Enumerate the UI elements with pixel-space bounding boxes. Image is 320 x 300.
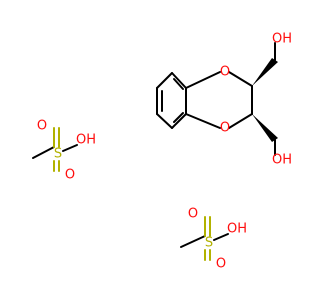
mesylate-1-hydroxyl-label: OH xyxy=(76,133,96,148)
ring-bond-bottom-oxygen-to-carbon xyxy=(228,113,253,129)
chemical-structure-canvas: O O OH OH S O O OH S O O O xyxy=(32,32,292,272)
benzene-inner-double-bottom-right xyxy=(173,112,184,123)
bottom-hydroxyl-label: OH xyxy=(272,153,292,168)
mesylate-2-methyl-to-sulfur-bond xyxy=(180,235,206,248)
benzene-ring xyxy=(156,72,187,129)
benzene-inner-double-top-right xyxy=(173,78,184,90)
mesylate-1-oxygen-bottom-label: O xyxy=(65,168,75,183)
mesylate-1-s-to-oh-bond xyxy=(62,144,78,152)
mesylate-group-1: S O O OH xyxy=(32,119,96,183)
mesylate-2-oxygen-top-label: O xyxy=(188,207,198,222)
benzodioxane-diol-group: O O OH OH xyxy=(156,32,292,168)
mesylate-1-methyl-to-sulfur-bond xyxy=(32,146,55,159)
mesylate-2-hydroxyl-label: OH xyxy=(227,222,247,237)
mesylate-2-sulfur-label: S xyxy=(205,236,213,251)
benzene-bond-bottom-left xyxy=(156,113,173,129)
benzene-bond-bottom-right xyxy=(171,113,187,129)
ring-bond-top-oxygen-to-carbon xyxy=(228,71,253,87)
structure-svg: O O OH OH S O O OH S O O O xyxy=(32,32,292,272)
benzene-bond-top-right xyxy=(171,72,187,89)
top-hydroxyl-label: OH xyxy=(272,32,292,47)
benzene-bond-top-left xyxy=(156,72,173,89)
mesylate-1-sulfur-label: S xyxy=(54,147,62,162)
top-stereo-wedge xyxy=(252,58,278,86)
ring-bond-bottom-to-oxygen xyxy=(185,113,221,129)
ring-oxygen-top-label: O xyxy=(220,65,230,80)
ring-bond-top-to-oxygen xyxy=(185,71,221,89)
mesylate-group-2: S O O OH xyxy=(180,207,247,272)
ring-oxygen-bottom-label: O xyxy=(220,121,230,136)
mesylate-1-oxygen-top-label: O xyxy=(37,119,47,134)
bottom-stereo-wedge xyxy=(252,114,278,142)
mesylate-2-s-to-oh-bond xyxy=(213,233,229,241)
mesylate-2-oxygen-bottom-label: O xyxy=(216,257,226,272)
